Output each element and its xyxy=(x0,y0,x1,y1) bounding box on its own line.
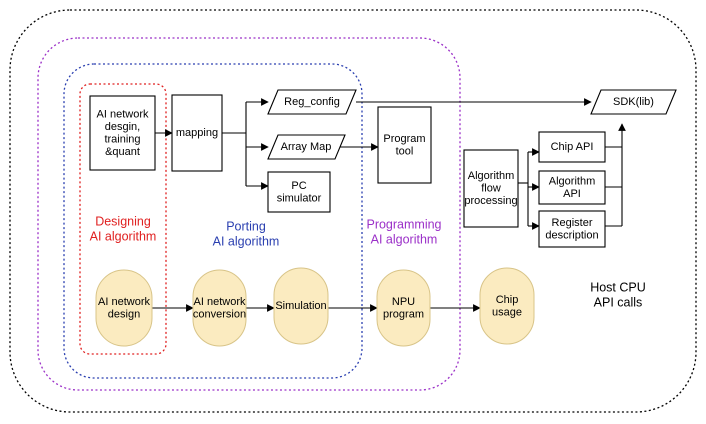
connector-arrows xyxy=(152,98,626,312)
svg-text:Chip API: Chip API xyxy=(551,141,594,153)
svg-text:Array Map: Array Map xyxy=(281,141,332,153)
svg-text:Reg_config: Reg_config xyxy=(284,96,340,108)
svg-text:SDK(lib): SDK(lib) xyxy=(613,96,654,108)
mapping-box: mapping xyxy=(171,94,223,172)
svg-text:mapping: mapping xyxy=(176,127,218,139)
text-line: AI network xyxy=(194,296,246,308)
text-line: API calls xyxy=(594,296,643,310)
text-line: tool xyxy=(396,145,414,157)
text-line: AI network xyxy=(97,108,149,120)
text-line: Chip API xyxy=(551,141,594,153)
text-line: Programming xyxy=(366,218,441,232)
text-line: NPU xyxy=(392,296,415,308)
text-line: Algorithm xyxy=(468,170,514,182)
porting-region xyxy=(63,63,363,379)
sdk-lib-box: SDK(lib) xyxy=(590,89,677,115)
text-line: &quant xyxy=(105,146,140,158)
array-map-box: Array Map xyxy=(267,134,346,160)
host-cpu-region xyxy=(9,9,697,413)
text-line: Porting xyxy=(226,220,266,234)
text-line: Designing xyxy=(95,215,151,229)
text-line: desgin, xyxy=(105,121,140,133)
text-line: conversion xyxy=(193,308,246,320)
text-line: simulator xyxy=(277,192,322,204)
text-line: AI algorithm xyxy=(371,233,438,247)
text-line: Array Map xyxy=(281,141,332,153)
designing-region xyxy=(79,83,167,355)
stage-simulation: Simulation xyxy=(273,267,329,345)
reg-config-box: Reg_config xyxy=(267,89,357,115)
text-line: Host CPU xyxy=(590,281,646,295)
text-line: Program xyxy=(383,133,425,145)
text-line: design xyxy=(108,308,140,320)
text-line: Simulation xyxy=(275,300,326,312)
svg-text:Simulation: Simulation xyxy=(275,300,326,312)
text-line: PC xyxy=(291,180,306,192)
text-line: mapping xyxy=(176,127,218,139)
text-line: processing xyxy=(464,195,517,207)
text-line: program xyxy=(383,308,424,320)
text-line: AI network xyxy=(98,296,150,308)
text-line: AI algorithm xyxy=(90,230,157,244)
text-line: Algorithm xyxy=(549,175,595,187)
text-line: SDK(lib) xyxy=(613,96,654,108)
programming-region xyxy=(37,37,461,391)
text-line: flow xyxy=(481,182,501,194)
text-line: usage xyxy=(492,306,522,318)
text-line: description xyxy=(545,229,598,241)
text-line: Reg_config xyxy=(284,96,340,108)
text-line: API xyxy=(563,188,581,200)
text-line: Chip xyxy=(496,294,519,306)
text-line: Register xyxy=(552,217,593,229)
chip-api-box: Chip API xyxy=(538,131,606,163)
text-line: AI algorithm xyxy=(213,235,280,249)
text-line: training xyxy=(104,133,140,145)
